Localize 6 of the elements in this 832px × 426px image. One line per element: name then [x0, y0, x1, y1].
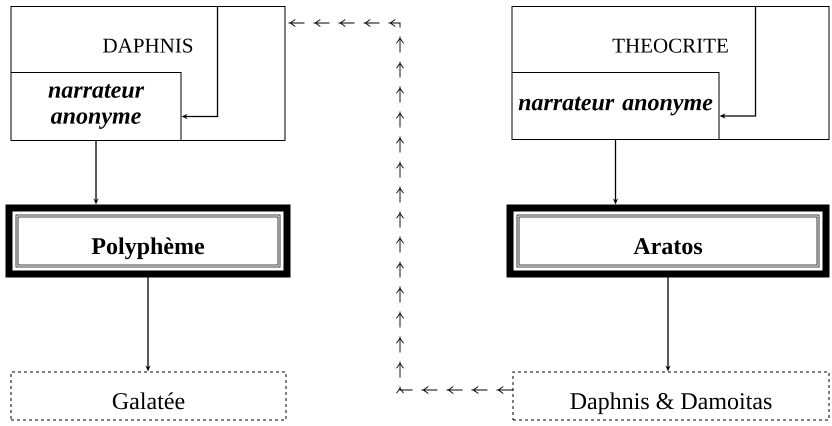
framed-box: Polyphème: [6, 204, 290, 278]
dashed-box: Galatée: [10, 372, 286, 420]
narrator-box: narrateur anonyme: [10, 72, 182, 141]
framed-box: Aratos: [506, 204, 830, 278]
narrator-box: narrateur anonyme: [512, 72, 720, 140]
dashed-box: Daphnis & Damoitas: [512, 372, 830, 420]
